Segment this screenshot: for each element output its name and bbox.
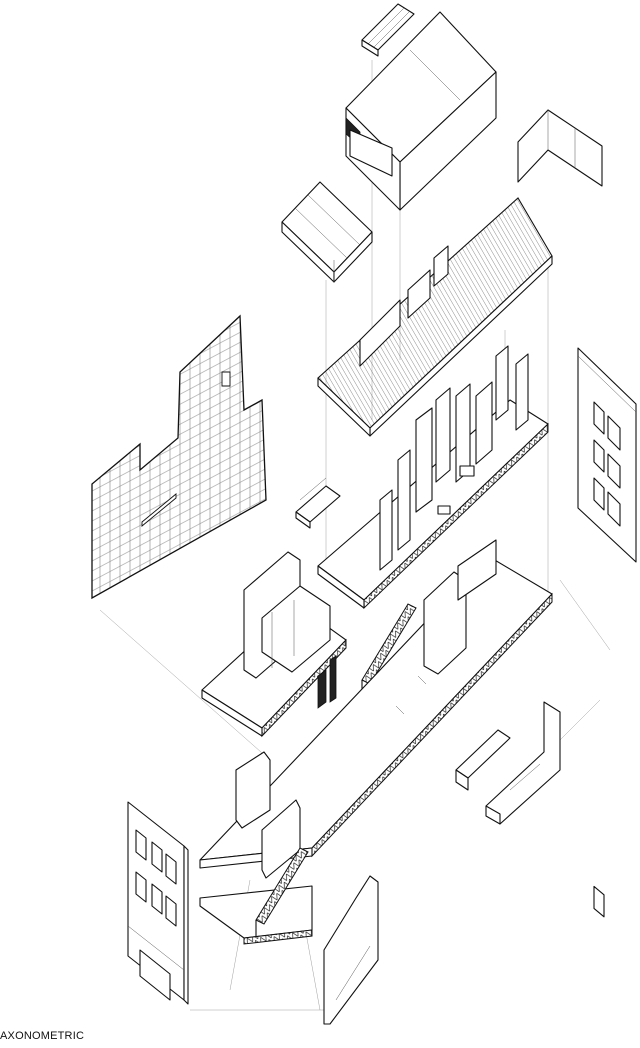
party-wall-grid: [92, 316, 266, 598]
cellar-slab: [200, 848, 312, 944]
rooftop-bulkhead: [346, 12, 496, 210]
third-floor-plate: [318, 346, 548, 608]
rear-facade: [578, 348, 636, 917]
front-facade: [128, 802, 188, 1004]
rear-wall-panel: [518, 110, 602, 186]
roof-skylight-element: [362, 4, 414, 56]
kitchen-counter: [486, 702, 560, 824]
built-in-cabinet: [296, 478, 340, 528]
roof-deck-canopy: [282, 182, 372, 282]
main-floor-slab: [200, 540, 552, 878]
foundation-wall: [324, 876, 378, 1024]
roof-slab: [318, 198, 552, 436]
drawing-caption: AXONOMETRIC: [0, 1030, 85, 1042]
second-floor-rooms: [202, 552, 346, 736]
kitchen-island: [456, 730, 510, 790]
